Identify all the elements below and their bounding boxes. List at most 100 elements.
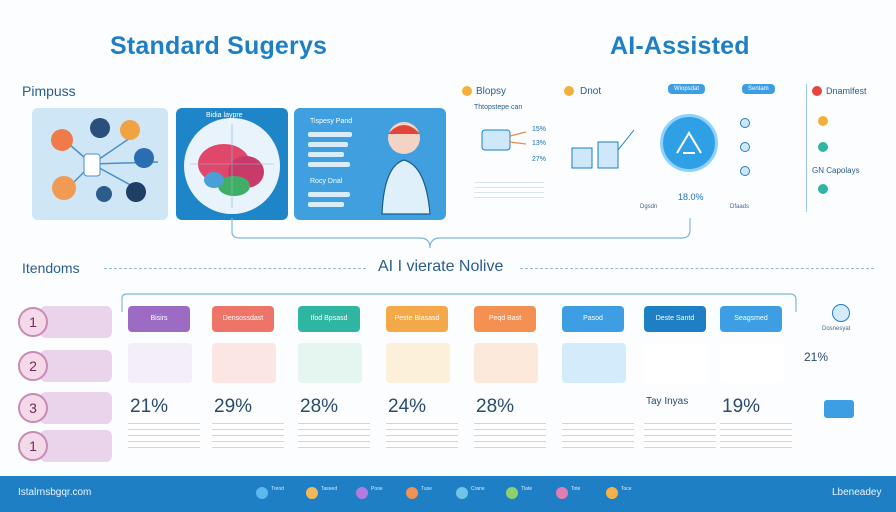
right-caption-top: Tispesy Pand [310,118,353,125]
legend-dot-icon [606,487,618,499]
right-col-label: Dosnesyat [822,326,851,332]
column-header[interactable]: Pasod [562,306,624,332]
hub-value: 18.0% [678,192,704,202]
mid-caption: Bidia laypre [206,112,243,119]
legend-dot-icon [406,487,418,499]
legend-item: Taseed [306,484,354,504]
row-card [40,430,112,462]
surgeon-icon [381,122,431,215]
column-notes [562,418,634,448]
column-header[interactable]: Bisirs [128,306,190,332]
column-detail-box [720,343,784,383]
column-header[interactable]: Deste Santd [644,306,706,332]
column-detail-box [128,343,192,383]
legend-dot-icon [306,487,318,499]
bottom-label-2: Dfaads [730,204,750,210]
column-metric: 28% [300,396,339,417]
percent-1: 15% [532,126,547,133]
dnot-block: Dnot Wiopsdat Sentam 18.0% Dgsdn Dfaads [560,80,800,210]
surgery-illustration-panel [32,108,168,220]
text-line [308,202,344,207]
legend-label: Crane [471,486,485,492]
blopsy-notes [474,178,544,198]
column-notes [720,418,792,448]
list-icon [818,116,828,126]
column-notes [474,418,546,448]
legend-dot-icon [356,487,368,499]
legend-item: Tote [556,484,604,504]
columns-connector [121,293,797,312]
legend-item: Pooe [356,484,404,504]
column-header[interactable]: Peqd Bast [474,306,536,332]
column-header[interactable]: Ifod Bpsasd [298,306,360,332]
column-header[interactable]: Peste Biasasd [386,306,448,332]
legend-label: Tlate [521,486,533,492]
column-notes [644,418,716,448]
column-metric: 28% [476,396,515,417]
row-card [40,350,112,382]
column-detail-box [562,343,626,383]
column-metric: Tay Inyas [646,396,689,407]
text-line [308,192,350,197]
list-icon [818,142,828,152]
legend-label: Pooe [371,486,383,492]
node-icon [740,118,750,128]
legend-item: Tlate [506,484,554,504]
ai-assisted-title: AI-Assisted [610,32,750,60]
blopsy-block: Blopsy Thtopstepe can 15% 13% 27% [460,80,550,210]
dnamlfest-icon [812,86,822,96]
dnot-icon [564,86,574,96]
robot-hub-icon [660,114,718,172]
text-line [308,152,344,157]
row-number: 1 [18,431,48,461]
brain-scan-panel: Bidia laypre [176,108,288,220]
column-header[interactable]: Densossdast [212,306,274,332]
legend-label: Trend [271,486,284,492]
column-detail-box [474,343,538,383]
dnamlfest-block: Dnamlfest GN Capolays [812,80,892,210]
legend-label: Tote [571,486,581,492]
legend-item: Crane [456,484,504,504]
footer-right: Lbeneadey [832,487,882,498]
footer-left[interactable]: Istalrnsbgqr.com [18,487,92,498]
blopsy-label: Blopsy [476,86,507,97]
dashed-divider-right [520,268,874,269]
column-notes [298,418,370,448]
text-line [308,142,348,147]
row-number: 3 [18,393,48,423]
blopsy-icon [462,86,472,96]
row-card [40,392,112,424]
text-line [308,132,352,137]
column-detail-box [644,343,708,383]
footer-bar: Istalrnsbgqr.com Trend Taseed Pooe Tuse Cran… [0,476,896,512]
legend-label: Taseed [321,486,338,492]
column-detail-box [298,343,362,383]
blopsy-sub: Thtopstepe can [474,104,523,111]
surgeon-network-icon [51,118,159,202]
column-metric: 29% [214,396,253,417]
legend-label: Toce [621,486,632,492]
text-line [308,162,350,167]
label-side: Sentam [742,84,775,94]
column-metric: 19% [722,396,761,417]
right-caption-bottom: Rocy Dnal [310,178,343,185]
brain-icon [190,124,274,208]
percent-2: 13% [532,140,547,147]
row-card [40,306,112,338]
bottom-label-1: Dgsdn [640,204,658,210]
legend-dot-icon [556,487,568,499]
column-header[interactable]: Seagsmed [720,306,782,332]
surgeon-panel: Tispesy Pand Rocy Dnal [294,108,446,220]
legend-dot-icon [506,487,518,499]
column-notes [386,418,458,448]
node-icon [740,142,750,152]
row-number: 2 [18,351,48,381]
right-summary-column: Dosnesyat 21% [804,304,884,464]
legend-item: Tuse [406,484,454,504]
label-top: Wiopsdat [668,84,706,94]
lab-equipment-icon [571,129,635,169]
devices-icon [824,400,854,418]
standard-title: Standard Sugerys [110,32,328,60]
column-metric: 24% [388,396,427,417]
